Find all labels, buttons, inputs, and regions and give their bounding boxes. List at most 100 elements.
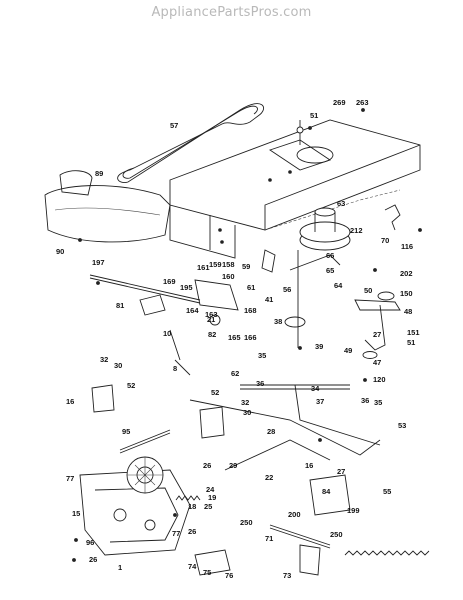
part-label-62: 62 (231, 369, 239, 378)
part-label-55: 55 (383, 487, 391, 496)
part-label-35: 35 (374, 398, 382, 407)
part-label-116: 116 (401, 242, 413, 251)
lower-linkage (194, 474, 351, 576)
part-label-66: 66 (326, 251, 334, 260)
pulley-assembly (284, 120, 351, 348)
part-label-169: 169 (163, 277, 176, 286)
part-label-37: 37 (316, 397, 324, 406)
part-label-49: 49 (344, 346, 352, 355)
part-label-263: 263 (356, 98, 369, 107)
part-label-52: 52 (211, 388, 219, 397)
part-label-81: 81 (116, 301, 124, 310)
part-label-10: 10 (163, 329, 171, 338)
part-label-89: 89 (95, 169, 103, 178)
part-label-30: 30 (243, 408, 251, 417)
seat-assembly (44, 170, 171, 243)
part-label-27: 27 (337, 467, 345, 476)
mount-bracket (91, 384, 225, 439)
part-label-36: 36 (361, 396, 369, 405)
part-label-212: 212 (350, 226, 363, 235)
part-label-51: 51 (407, 338, 415, 347)
part-label-47: 47 (373, 358, 381, 367)
part-label-73: 73 (283, 571, 291, 580)
part-label-26: 26 (203, 461, 211, 470)
part-label-159: 159 (209, 260, 222, 269)
part-label-50: 50 (364, 286, 372, 295)
part-label-164: 164 (186, 306, 199, 315)
part-label-56: 56 (283, 285, 291, 294)
tension-spring (175, 495, 430, 556)
part-label-27: 27 (373, 330, 381, 339)
part-label-32: 32 (100, 355, 108, 364)
part-label-70: 70 (381, 236, 389, 245)
part-label-74: 74 (188, 562, 197, 571)
part-label-48: 48 (404, 307, 412, 316)
part-label-71: 71 (265, 534, 273, 543)
part-label-24: 24 (206, 485, 215, 494)
part-label-25: 25 (204, 502, 212, 511)
part-label-165: 165 (228, 333, 241, 342)
part-label-82: 82 (208, 330, 216, 339)
watermark: AppliancePartsPros.com (151, 5, 312, 20)
part-label-77: 77 (66, 474, 74, 483)
part-label-22: 22 (265, 473, 273, 482)
part-label-61: 61 (247, 283, 255, 292)
part-label-32: 32 (241, 398, 249, 407)
part-label-39: 39 (315, 342, 323, 351)
part-label-197: 197 (92, 258, 105, 267)
part-label-59: 59 (242, 262, 250, 271)
part-label-158: 158 (222, 260, 235, 269)
part-label-95: 95 (122, 427, 130, 436)
part-label-202: 202 (400, 269, 413, 278)
part-label-29: 29 (229, 461, 237, 470)
idler-bracket (354, 204, 401, 359)
fasteners (72, 108, 422, 562)
part-label-57: 57 (170, 121, 178, 130)
part-label-64: 64 (334, 281, 343, 290)
part-label-51: 51 (310, 111, 318, 120)
part-label-250: 250 (240, 518, 253, 527)
part-label-1: 1 (118, 563, 122, 572)
part-label-77: 77 (172, 529, 180, 538)
part-label-150: 150 (400, 289, 413, 298)
part-label-65: 65 (326, 266, 334, 275)
part-label-15: 15 (72, 509, 80, 518)
part-label-269: 269 (333, 98, 346, 107)
part-label-16: 16 (305, 461, 313, 470)
part-label-53: 53 (398, 421, 406, 430)
part-label-166: 166 (244, 333, 257, 342)
part-label-63: 63 (337, 199, 345, 208)
part-label-34: 34 (311, 384, 320, 393)
part-label-30: 30 (114, 361, 122, 370)
part-label-19: 19 (208, 493, 216, 502)
part-label-21: 21 (207, 315, 215, 324)
part-label-84: 84 (322, 487, 331, 496)
part-label-26: 26 (89, 555, 97, 564)
part-label-96: 96 (86, 538, 94, 547)
drive-belt (117, 103, 264, 183)
transaxle (79, 456, 191, 556)
part-label-18: 18 (188, 502, 196, 511)
part-label-26: 26 (188, 527, 196, 536)
part-label-199: 199 (347, 506, 360, 515)
part-label-52: 52 (127, 381, 135, 390)
part-label-90: 90 (56, 247, 64, 256)
part-label-163: 163 (205, 310, 218, 319)
part-label-16: 16 (66, 397, 74, 406)
part-label-38: 38 (274, 317, 282, 326)
part-label-168: 168 (244, 306, 257, 315)
control-bracket (194, 249, 341, 326)
part-label-120: 120 (373, 375, 386, 384)
part-label-41: 41 (265, 295, 273, 304)
part-label-36: 36 (256, 379, 264, 388)
part-label-161: 161 (197, 263, 210, 272)
linkage-rods (89, 274, 381, 471)
part-label-35: 35 (258, 351, 266, 360)
part-label-160: 160 (222, 272, 235, 281)
part-label-28: 28 (267, 427, 275, 436)
part-label-151: 151 (407, 328, 420, 337)
part-label-8: 8 (173, 364, 177, 373)
